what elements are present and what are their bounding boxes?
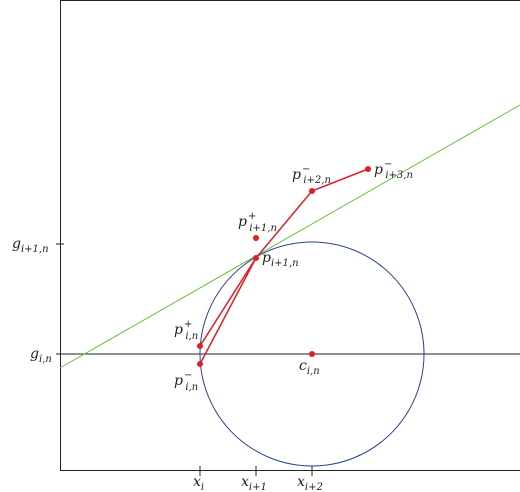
label-p-minus-i: p−i,n [174,370,198,393]
label-p-minus-i2: p−i+2,n [292,164,331,186]
point-p-i1 [253,255,259,261]
label-p-plus-i: p+i,n [174,319,198,342]
label-p-i1: pi+1,n [262,250,299,269]
label-p-plus-i1: p+i+1,n [238,211,277,234]
point-p-plus-i [197,343,203,349]
label-g-i1: gi+1,n [12,236,49,255]
plot-frame [60,0,520,471]
label-x-i1: xi+1 [241,474,267,492]
label-x-i: xi [193,474,204,492]
label-p-minus-i3: p−i+3,n [374,159,413,181]
point-p-minus-i [197,361,203,367]
label-g-i: gi,n [30,346,52,365]
label-c-in: ci,n [299,358,320,377]
point-p-minus-i3 [365,166,371,172]
point-p-plus-i1 [253,235,259,241]
tangent-line [59,104,520,369]
label-x-i2: xi+2 [297,474,323,492]
point-p-minus-i2 [309,188,315,194]
point-c-in [309,351,315,357]
